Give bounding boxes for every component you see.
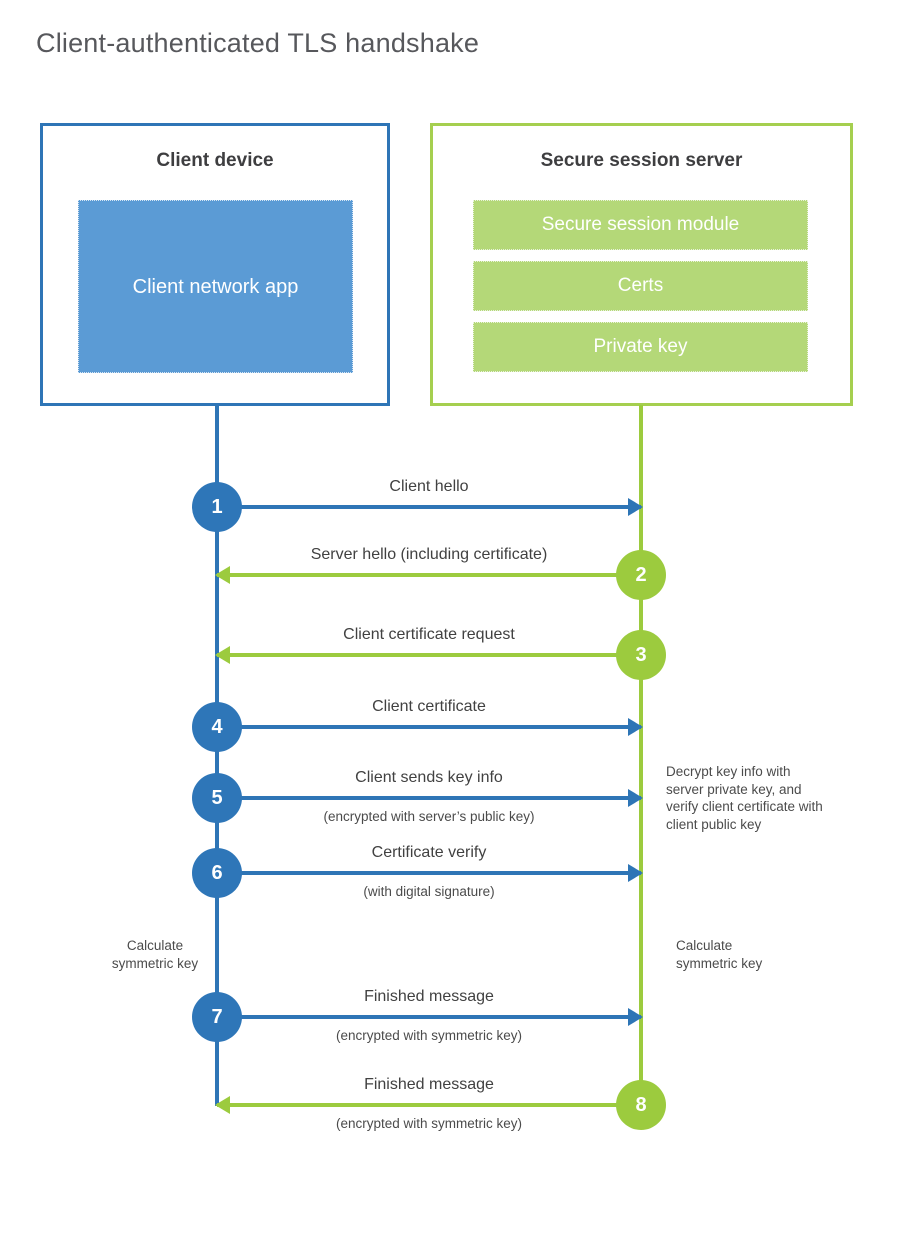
message-sublabel: (with digital signature) (363, 884, 495, 899)
arrowhead-right-icon (628, 718, 643, 736)
step-circle-8: 8 (616, 1080, 666, 1130)
client-lifeline (215, 405, 219, 1106)
message-label: Client certificate (372, 698, 486, 715)
arrow-line (217, 796, 641, 800)
arrowhead-left-icon (215, 646, 230, 664)
message-label: Client sends key info (355, 769, 503, 786)
arrow-line (217, 1103, 641, 1107)
arrow-line (217, 725, 641, 729)
step-circle-1: 1 (192, 482, 242, 532)
arrowhead-right-icon (628, 864, 643, 882)
message-label: Finished message (364, 1076, 494, 1093)
decrypt-key-info-note: Decrypt key info with server private key… (666, 764, 823, 832)
arrow-line (217, 653, 641, 657)
message-sublabel: (encrypted with symmetric key) (335, 1116, 523, 1131)
step-circle-2: 2 (616, 550, 666, 600)
server-lifeline (639, 405, 643, 1106)
step-circle-4: 4 (192, 702, 242, 752)
server-title: Secure session server (540, 150, 743, 171)
calculate-symmetric-key-note-client: Calculate symmetric key (111, 938, 199, 971)
step-circle-7: 7 (192, 992, 242, 1042)
arrow-line (217, 573, 641, 577)
server-box: Secure session server Secure session mod… (430, 123, 853, 406)
message-label: Finished message (364, 988, 494, 1005)
step-circle-5: 5 (192, 773, 242, 823)
message-label: Server hello (including certificate) (310, 546, 548, 563)
step-circle-3: 3 (616, 630, 666, 680)
message-sublabel: (encrypted with symmetric key) (335, 1028, 523, 1043)
arrowhead-left-icon (215, 566, 230, 584)
arrowhead-right-icon (628, 498, 643, 516)
client-device-box: Client device Client network app (40, 123, 390, 406)
server-module-bar-private-key: Private key (473, 322, 808, 372)
arrow-line (217, 1015, 641, 1019)
arrowhead-right-icon (628, 1008, 643, 1026)
client-network-app-box: Client network app (78, 200, 353, 373)
client-device-title: Client device (156, 150, 274, 171)
arrowhead-right-icon (628, 789, 643, 807)
server-module-bar-certs: Certs (473, 261, 808, 311)
calculate-symmetric-key-note-server: Calculate symmetric key (676, 938, 763, 971)
step-circle-6: 6 (192, 848, 242, 898)
page-title: Client-authenticated TLS handshake (36, 28, 480, 58)
arrowhead-left-icon (215, 1096, 230, 1114)
server-module-bar-secure-session: Secure session module (473, 200, 808, 250)
arrow-line (217, 505, 641, 509)
arrow-line (217, 871, 641, 875)
message-label: Client certificate request (343, 626, 515, 643)
message-label: Certificate verify (371, 844, 487, 861)
client-network-app-label: Client network app (132, 275, 299, 298)
message-label: Client hello (389, 478, 469, 495)
message-sublabel: (encrypted with server’s public key) (323, 809, 535, 824)
